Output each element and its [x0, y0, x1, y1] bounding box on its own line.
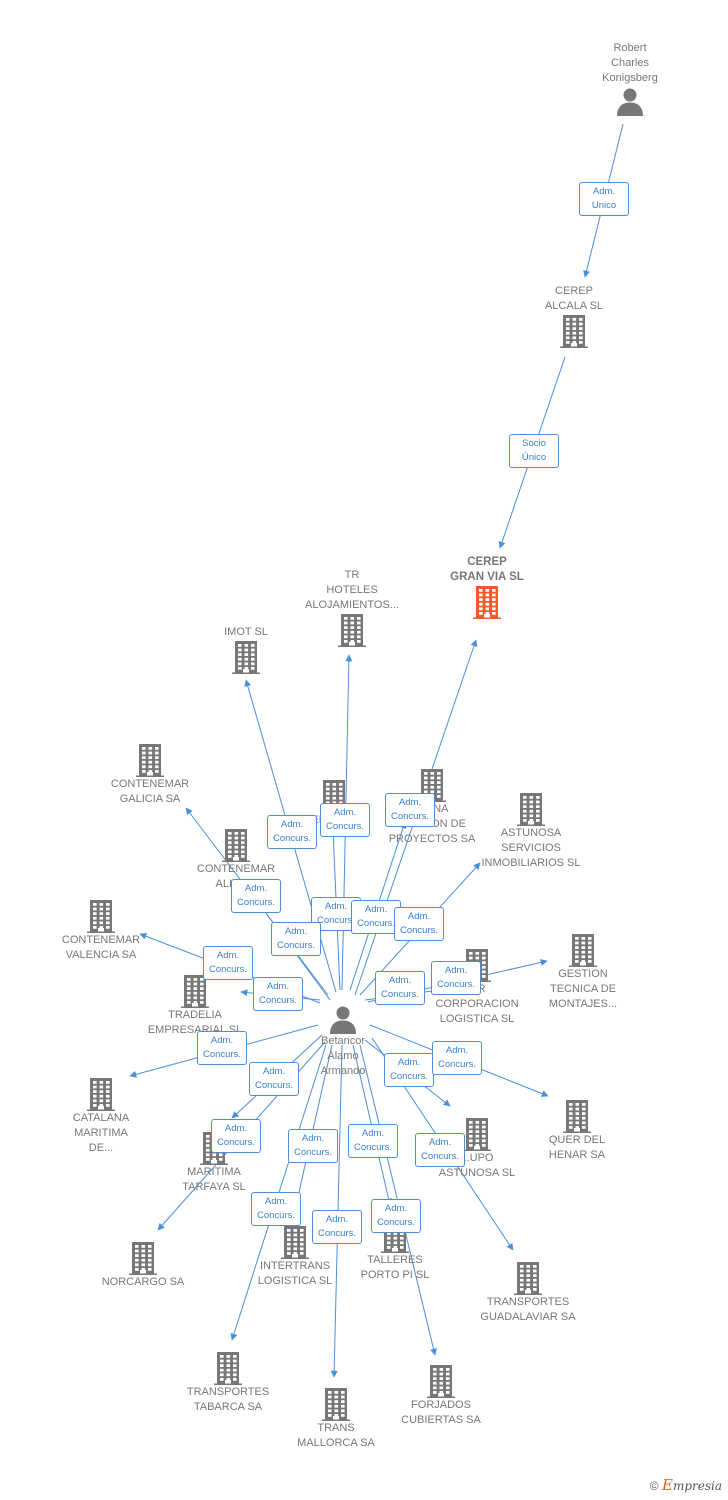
- edge-label-transportes_tabarca[interactable]: Adm.Concurs.: [251, 1192, 301, 1226]
- node-label: ...RCORPORACIONLOGISTICA SL: [435, 983, 519, 1025]
- empresia-logo-text: mpresia: [672, 1479, 722, 1493]
- edge-label-intertrans[interactable]: Adm.Concurs.: [288, 1129, 338, 1163]
- building-icon: [136, 744, 164, 777]
- edge-label-cerep_alcala[interactable]: Adm.Unico: [579, 182, 629, 216]
- building-icon: [87, 1078, 115, 1111]
- edge-label-talleres[interactable]: Adm.Concurs.: [348, 1124, 398, 1158]
- person-icon: [617, 88, 643, 116]
- building-icon: [563, 1100, 591, 1133]
- building-icon: [514, 1262, 542, 1295]
- edge-label-astunosa_servicios[interactable]: Adm.Concurs.: [394, 907, 444, 941]
- edge-label-tr_hoteles[interactable]: Adm.Concurs.: [320, 803, 370, 837]
- edge-label-tradelia[interactable]: Adm.Concurs.: [253, 977, 303, 1011]
- building-icon: [427, 1365, 455, 1398]
- edge-label-corporacion_logistica[interactable]: Adm.Concurs.: [375, 971, 425, 1005]
- building-icon: [517, 793, 545, 826]
- building-icon: [129, 1242, 157, 1275]
- edge-betancor-to-intertrans: [292, 1044, 333, 1211]
- edge-label-catalana_maritima[interactable]: Adm.Concurs.: [197, 1031, 247, 1065]
- building-icon: [473, 586, 501, 619]
- building-icon: [569, 934, 597, 967]
- node-norcargo[interactable]: NORCARGO SA: [68, 1238, 218, 1290]
- building-icon: [214, 1352, 242, 1385]
- copyright-symbol: ©: [649, 1479, 659, 1493]
- edge-label-forjados[interactable]: Adm.Concurs.: [371, 1199, 421, 1233]
- edge-label-contenemar_galicia[interactable]: Adm.Concurs.: [231, 879, 281, 913]
- node-label: NORCARGO SA: [101, 1276, 185, 1288]
- node-imot[interactable]: IMOT SL: [171, 625, 321, 677]
- empresia-credit: © Empresia: [650, 1476, 722, 1494]
- building-icon: [181, 975, 209, 1008]
- edge-label-contenemar_valencia[interactable]: Adm.Concurs.: [203, 946, 253, 980]
- building-icon: [338, 614, 366, 647]
- edge-label-cerep_granvia[interactable]: Adm.Concurs.: [385, 793, 435, 827]
- building-icon: [560, 315, 588, 348]
- node-label: IMOT SL: [224, 626, 268, 638]
- edge-label-maritima_tarfaya[interactable]: Adm.Concurs.: [249, 1062, 299, 1096]
- edge-label-trans_mallorca[interactable]: Adm.Concurs.: [312, 1210, 362, 1244]
- person-icon: [330, 1006, 356, 1034]
- edge-label-contenemar_alicante[interactable]: Adm.Concurs.: [271, 922, 321, 956]
- building-icon: [281, 1226, 309, 1259]
- building-icon: [463, 1118, 491, 1151]
- edge-label-grupo_astunosa[interactable]: Adm.Concurs.: [384, 1053, 434, 1087]
- edge-label-quer_henar[interactable]: Adm.Concurs.: [432, 1041, 482, 1075]
- edge-label-imot[interactable]: Adm.Concurs.: [267, 815, 317, 849]
- building-icon: [232, 641, 260, 674]
- edge-label-transportes_guadalaviar[interactable]: Adm.Concurs.: [415, 1133, 465, 1167]
- building-icon: [222, 829, 250, 862]
- edge-label-norcargo[interactable]: Adm.Concurs.: [211, 1119, 261, 1153]
- empresia-logo-initial: E: [661, 1476, 673, 1494]
- building-icon: [322, 1388, 350, 1421]
- building-icon: [87, 900, 115, 933]
- edge-label-gestion_tecnica[interactable]: Adm.Concurs.: [431, 961, 481, 995]
